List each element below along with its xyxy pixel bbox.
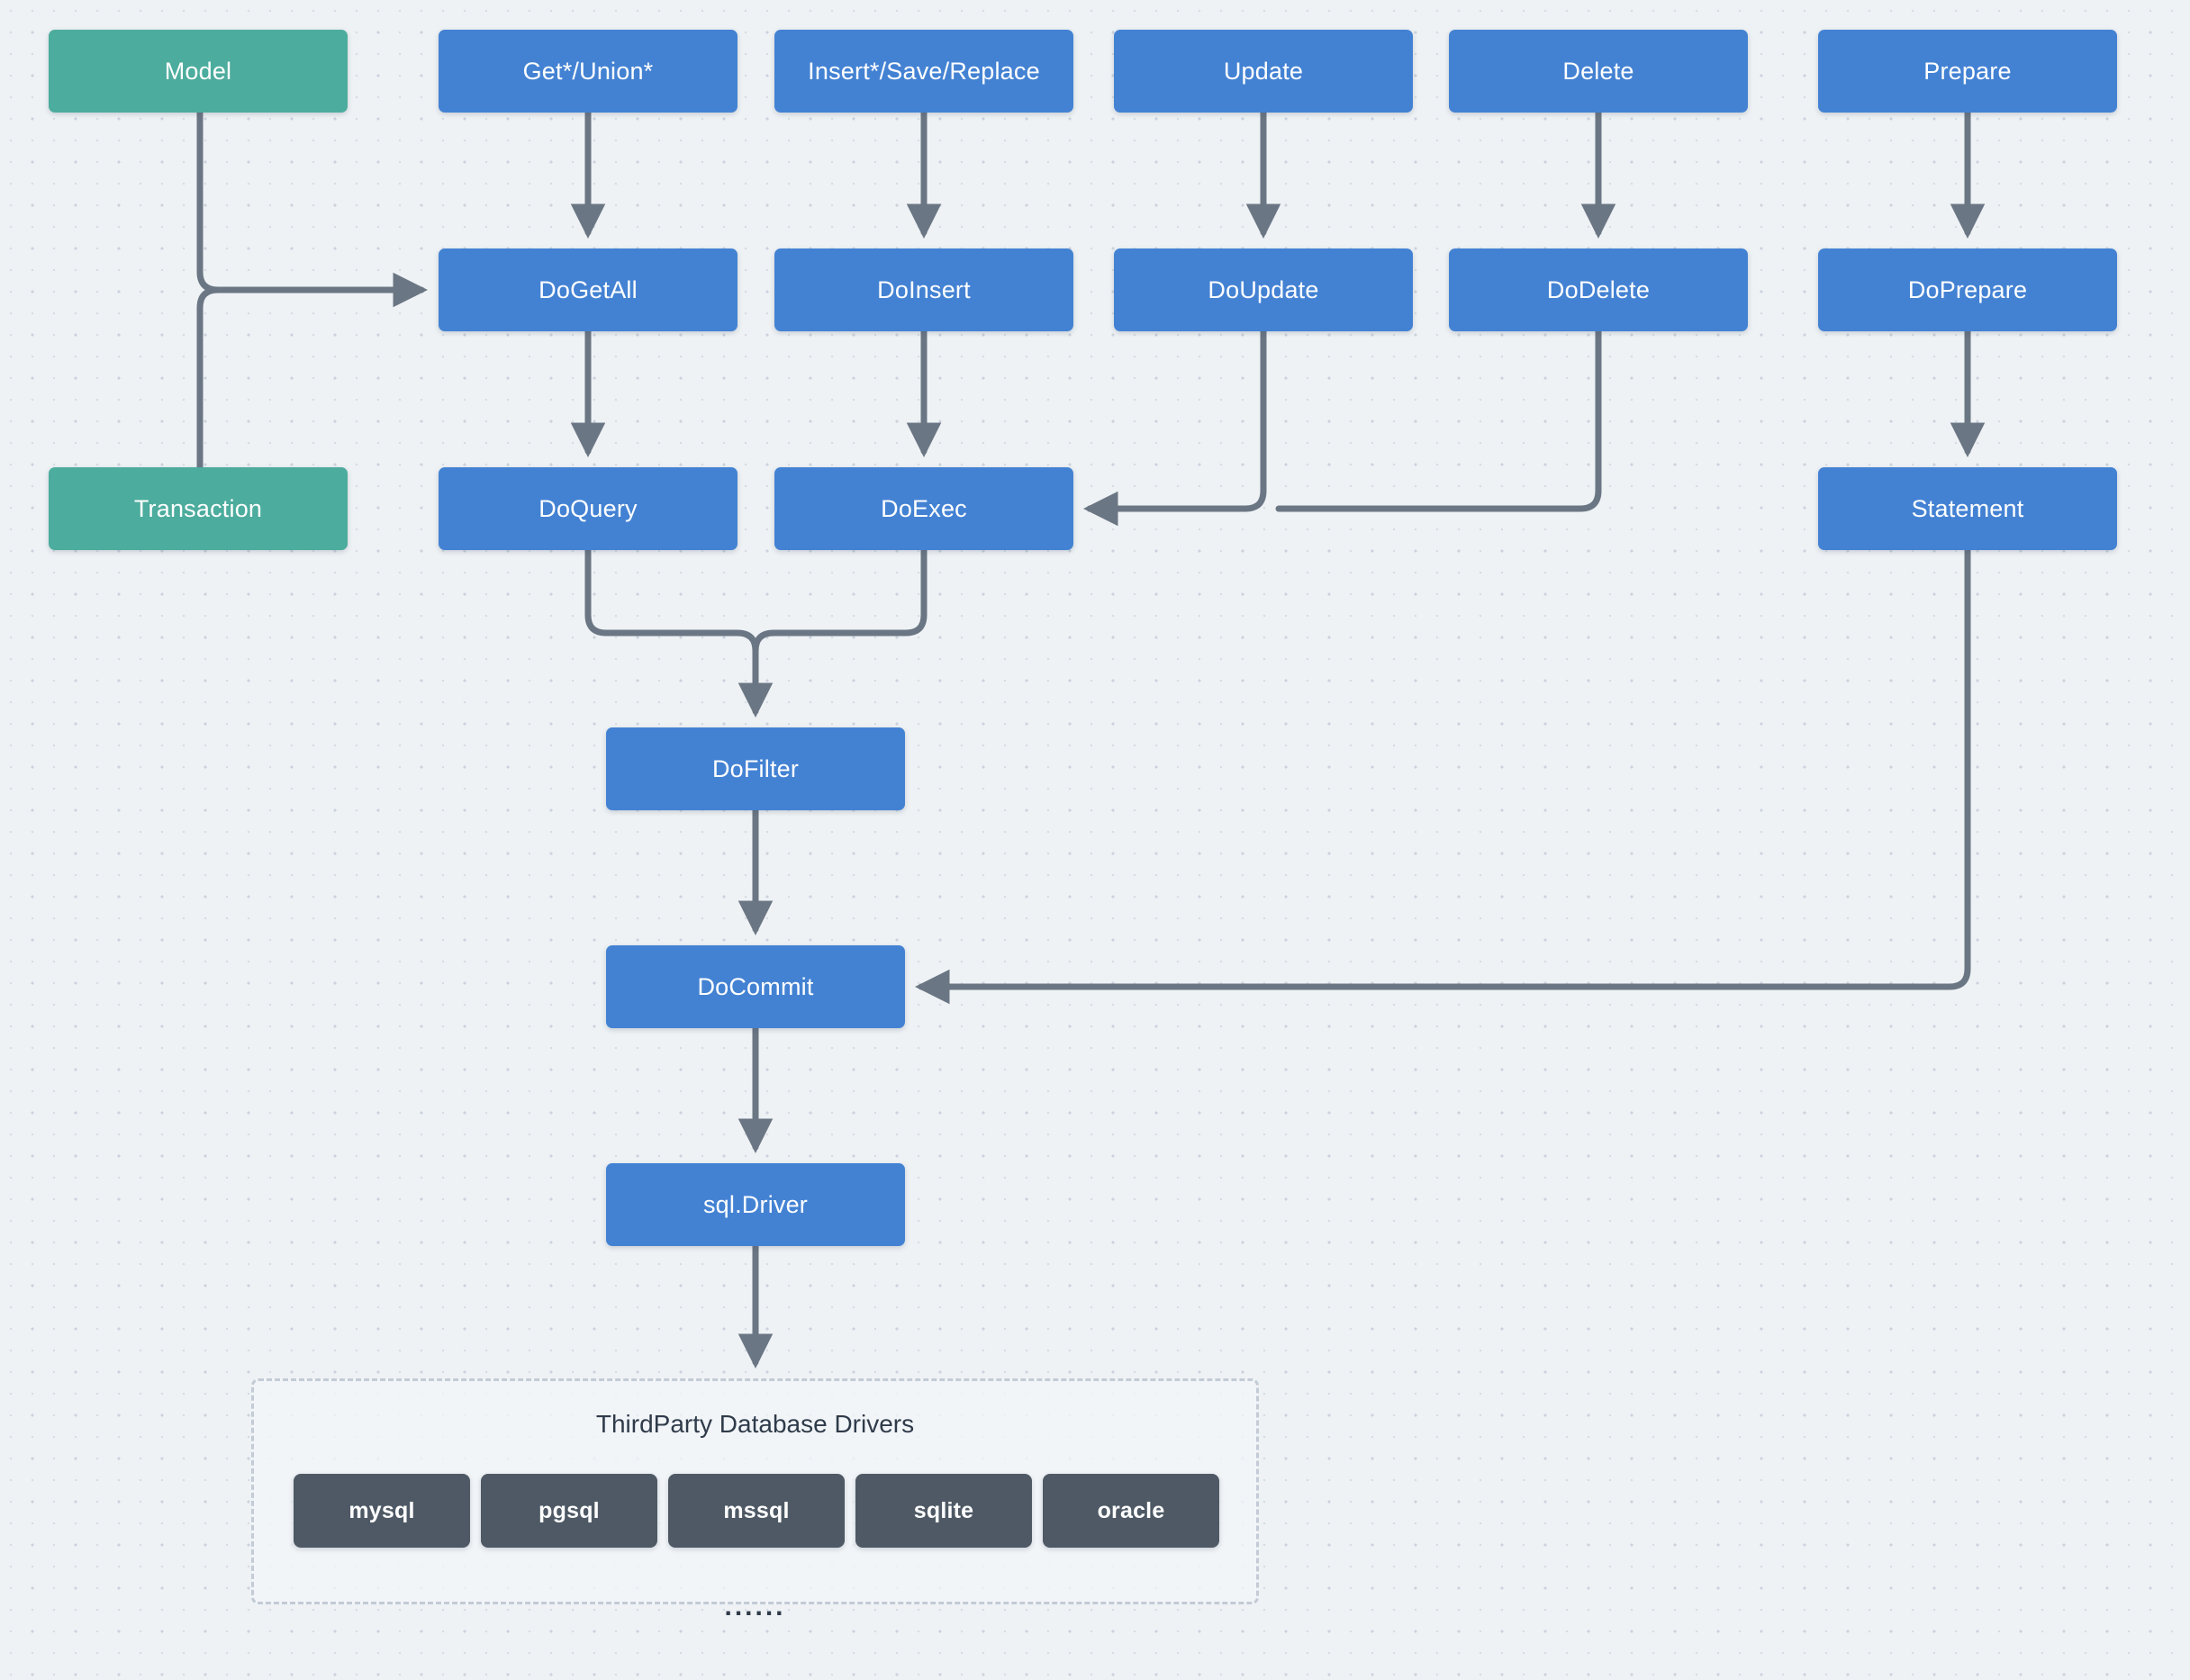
node-doexec[interactable]: DoExec bbox=[774, 467, 1073, 550]
node-docommit[interactable]: DoCommit bbox=[606, 945, 905, 1028]
edge-model-to-dogetall bbox=[196, 109, 428, 308]
node-dofilter[interactable]: DoFilter bbox=[606, 727, 905, 810]
node-insertsave[interactable]: Insert*/Save/Replace bbox=[774, 30, 1073, 113]
node-doquery[interactable]: DoQuery bbox=[439, 467, 738, 550]
node-dogetall[interactable]: DoGetAll bbox=[439, 248, 738, 331]
node-statement[interactable]: Statement bbox=[1818, 467, 2117, 550]
driver-chip-mysql[interactable]: mysql bbox=[294, 1474, 470, 1548]
node-doinsert[interactable]: DoInsert bbox=[774, 248, 1073, 331]
driver-chip-sqlite[interactable]: sqlite bbox=[855, 1474, 1032, 1548]
drivers-ellipsis-label: ...... bbox=[724, 1592, 786, 1621]
node-getunion[interactable]: Get*/Union* bbox=[439, 30, 738, 113]
thirdparty-drivers-title: ThirdParty Database Drivers bbox=[595, 1410, 915, 1438]
node-model[interactable]: Model bbox=[49, 30, 348, 113]
node-transaction[interactable]: Transaction bbox=[49, 467, 348, 550]
node-sqldriver[interactable]: sql.Driver bbox=[606, 1163, 905, 1246]
node-update[interactable]: Update bbox=[1114, 30, 1413, 113]
node-dodelete[interactable]: DoDelete bbox=[1449, 248, 1748, 331]
edge-doquery-to-dofilter bbox=[584, 546, 759, 670]
node-delete[interactable]: Delete bbox=[1449, 30, 1748, 113]
driver-chip-pgsql[interactable]: pgsql bbox=[481, 1474, 657, 1548]
node-prepare[interactable]: Prepare bbox=[1818, 30, 2117, 113]
edge-dodelete-to-doexec bbox=[1275, 328, 1602, 512]
edge-statement-to-docommit bbox=[915, 546, 1971, 1005]
driver-chip-oracle[interactable]: oracle bbox=[1043, 1474, 1219, 1548]
node-doprepare[interactable]: DoPrepare bbox=[1818, 248, 2117, 331]
edge-doexec-to-dofilter bbox=[738, 546, 928, 718]
node-doupdate[interactable]: DoUpdate bbox=[1114, 248, 1413, 331]
edge-transaction-to-dogetall bbox=[196, 286, 238, 471]
edge-doupdate-to-doexec bbox=[1083, 328, 1267, 527]
driver-chip-mssql[interactable]: mssql bbox=[668, 1474, 845, 1548]
